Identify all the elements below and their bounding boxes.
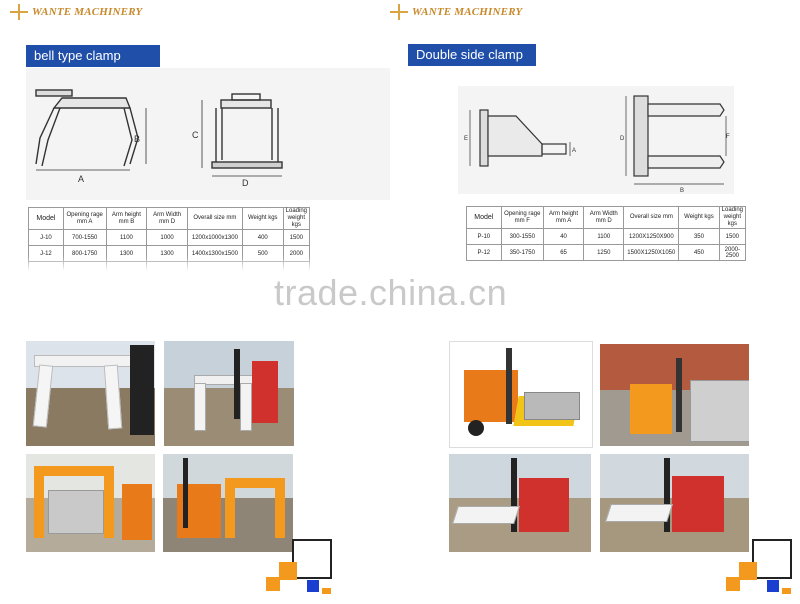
photo-double-clamp-2 <box>600 344 749 446</box>
photo-bell-clamp-3 <box>26 454 155 552</box>
table-cell: 400 <box>241 229 284 246</box>
photo-double-clamp-3 <box>449 454 591 552</box>
photo-double-clamp-4 <box>600 454 749 552</box>
logo-text: WANTE MACHINERY <box>32 6 143 18</box>
table-header-cell: Model <box>466 206 502 229</box>
table-header-cell: Arm height mm B <box>105 207 148 230</box>
dim-label-a: A <box>78 174 84 184</box>
table-cell: J-10 <box>28 229 64 246</box>
table-cell: 300-1550 <box>500 228 544 245</box>
dim-label-e: E <box>464 136 468 142</box>
section-label-double-side-clamp: Double side clamp <box>408 44 536 66</box>
table-cell: 1500 <box>282 229 311 246</box>
table-fade-overlay <box>26 256 316 278</box>
table-header-cell: Arm Width mm D <box>146 207 188 230</box>
table-cell: 700-1550 <box>62 229 107 246</box>
table-header-cell: Overall size mm <box>623 206 680 229</box>
dim-label-c: C <box>192 130 199 140</box>
table-cell: 1000 <box>146 229 188 246</box>
bell-clamp-drawing-panel: A B C D <box>26 68 390 200</box>
table-header-cell: Weight kgs <box>678 206 720 229</box>
dim-label-b: B <box>680 188 684 194</box>
table-row: P-10 300-1550 40 1100 1200X1250X900 350 … <box>466 228 747 245</box>
deco-orange-square-small <box>726 577 740 591</box>
table-cell: 450 <box>678 244 720 261</box>
deco-orange-bar <box>782 588 791 594</box>
photo-bell-clamp-4 <box>163 454 293 552</box>
table-cell: 350 <box>678 228 720 245</box>
dim-label-d: D <box>620 136 625 142</box>
table-cell: 40 <box>542 228 585 245</box>
table-header-cell: Overall size mm <box>186 207 243 230</box>
table-header-row: Model Opening rage mm A Arm height mm B … <box>28 207 311 230</box>
table-header-row: Model Opening rage mm F Arm height mm A … <box>466 206 747 229</box>
table-cell: 1200X1250X900 <box>623 228 680 245</box>
watermark-text: trade.china.cn <box>274 272 508 313</box>
dim-label-f: F <box>726 134 730 140</box>
table-header-cell: Loading weight kgs <box>718 206 747 229</box>
table-cell: 1500 <box>718 228 747 245</box>
table-header-cell: Opening rage mm F <box>500 206 544 229</box>
double-clamp-technical-drawing: E A D F B <box>464 95 730 194</box>
table-cell: 350-1750 <box>500 244 544 261</box>
logo-crosshair-icon <box>10 4 28 20</box>
deco-outline-square <box>752 539 792 579</box>
dim-label-d: D <box>242 178 249 188</box>
deco-blue-square <box>767 580 779 592</box>
table-header-cell: Arm height mm A <box>542 206 585 229</box>
table-header-cell: Loading weight kgs <box>282 207 311 230</box>
logo-crosshair-icon <box>390 4 408 20</box>
table-header-cell: Arm Width mm D <box>583 206 625 229</box>
photo-bell-clamp-1 <box>26 341 155 446</box>
table-header-cell: Model <box>28 207 64 230</box>
brand-logo-right: WANTE MACHINERY <box>390 4 522 20</box>
table-cell: 1500X1250X1050 <box>623 244 680 261</box>
table-row: J-10 700-1550 1100 1000 1200x1000x1300 4… <box>28 229 311 246</box>
bell-clamp-technical-drawing: A B C D <box>35 89 283 188</box>
logo-text: WANTE MACHINERY <box>412 6 523 18</box>
table-cell: 2000-2500 <box>718 244 747 261</box>
dim-label-a: A <box>572 148 576 154</box>
table-cell: 1100 <box>105 229 148 246</box>
double-clamp-spec-table: Model Opening rage mm F Arm height mm A … <box>466 206 747 261</box>
table-row: P-12 350-1750 65 1250 1500X1250X1050 450… <box>466 244 747 261</box>
table-cell: P-10 <box>466 228 502 245</box>
photo-bell-clamp-2 <box>164 341 294 446</box>
brand-logo-left: WANTE MACHINERY <box>10 4 142 20</box>
table-cell: P-12 <box>466 244 502 261</box>
deco-blue-square <box>307 580 319 592</box>
table-cell: 1200x1000x1300 <box>186 229 243 246</box>
deco-orange-square <box>279 562 297 580</box>
table-cell: 65 <box>542 244 585 261</box>
deco-outline-square <box>292 539 332 579</box>
table-cell: 1100 <box>583 228 625 245</box>
double-clamp-drawing-panel: E A D F B <box>458 86 734 194</box>
deco-orange-bar <box>322 588 331 594</box>
table-header-cell: Opening rage mm A <box>62 207 107 230</box>
dim-label-b: B <box>134 134 140 144</box>
deco-orange-square-small <box>266 577 280 591</box>
deco-orange-square <box>739 562 757 580</box>
table-cell: 1250 <box>583 244 625 261</box>
photo-double-clamp-1 <box>449 341 593 448</box>
section-label-bell-type-clamp: bell type clamp <box>26 45 160 67</box>
table-header-cell: Weight kgs <box>241 207 284 230</box>
